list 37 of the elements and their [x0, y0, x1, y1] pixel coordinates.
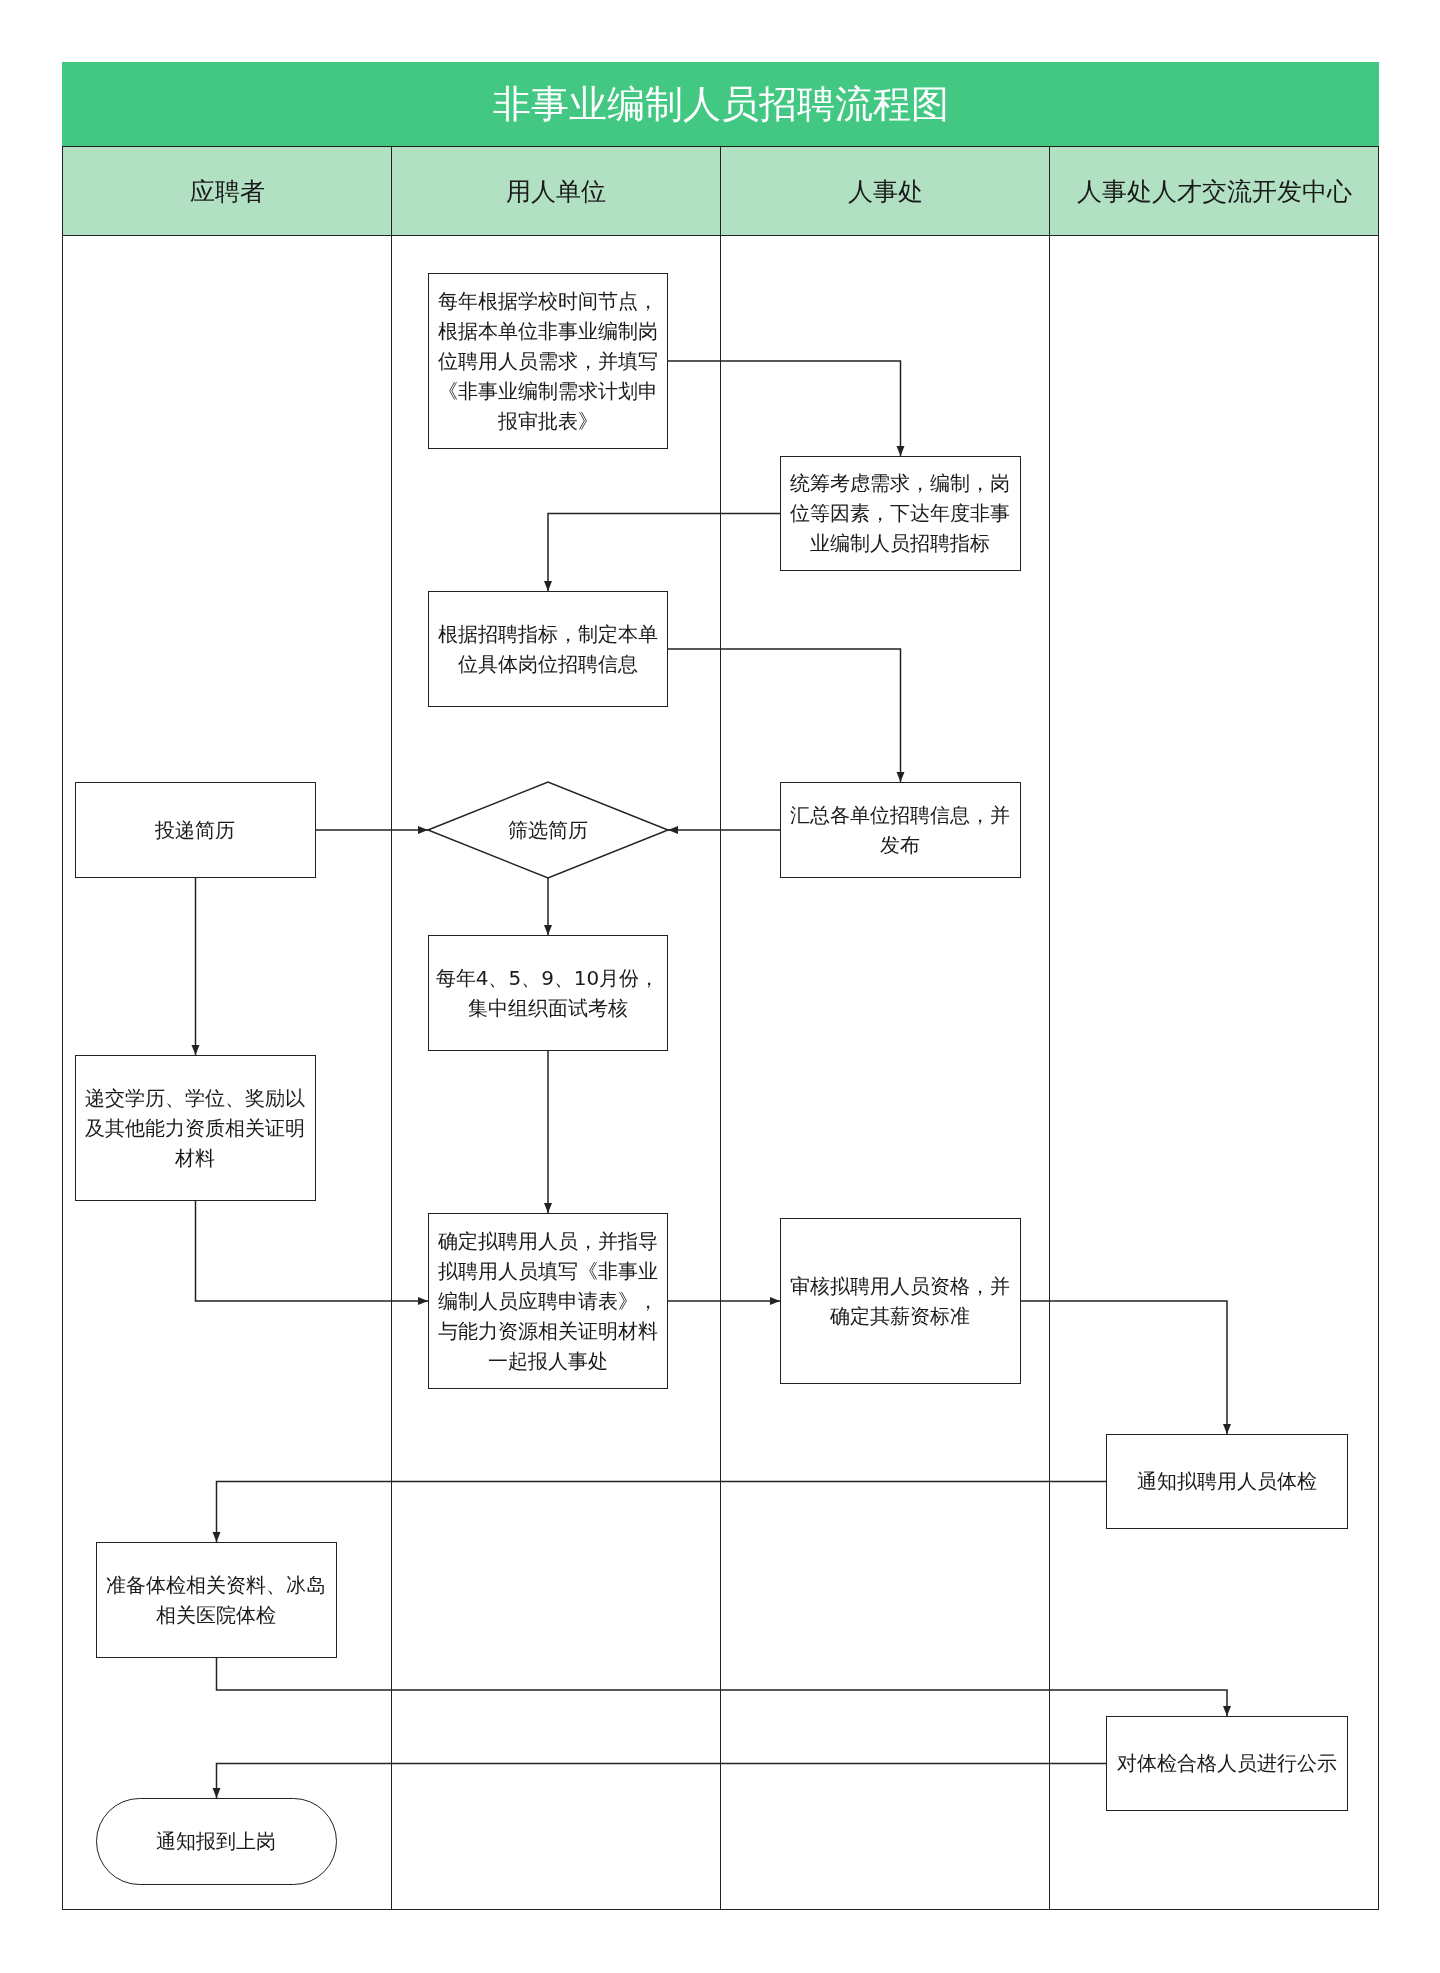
lane-header: 用人单位	[392, 147, 720, 236]
arrow	[667, 826, 781, 834]
lane-header: 人事处	[721, 147, 1049, 236]
lane-header: 应聘者	[63, 147, 391, 236]
process-box: 投递简历	[74, 781, 316, 878]
swimlane	[391, 146, 721, 1910]
arrow	[1020, 1300, 1231, 1435]
arrow	[215, 1657, 1231, 1717]
process-box: 审核拟聘用人员资格，并确定其薪资标准	[779, 1217, 1021, 1384]
title-bar: 非事业编制人员招聘流程图	[62, 62, 1379, 146]
process-box: 递交学历、学位、奖励以及其他能力资质相关证明材料	[74, 1054, 316, 1201]
process-box: 每年根据学校时间节点，根据本单位非事业编制岗位聘用人员需求，并填写《非事业编制需求计划申报审批表》	[427, 272, 668, 449]
arrow	[212, 1762, 1107, 1799]
process-box: 统筹考虑需求，编制，岗位等因素，下达年度非事业编制人员招聘指标	[779, 455, 1021, 571]
arrow	[212, 1480, 1107, 1543]
process-box: 根据招聘指标，制定本单位具体岗位招聘信息	[427, 590, 668, 707]
swimlane	[720, 146, 1050, 1910]
lane-header: 人事处人才交流开发中心	[1050, 147, 1378, 236]
process-box: 准备体检相关资料、冰岛相关医院体检	[95, 1541, 337, 1658]
arrow	[191, 877, 200, 1056]
arrow	[544, 877, 552, 936]
arrow	[667, 360, 905, 457]
decision-diamond: 筛选简历	[427, 781, 668, 878]
process-box: 对体检合格人员进行公示	[1105, 1715, 1348, 1811]
arrow	[667, 648, 905, 783]
arrow	[315, 826, 429, 834]
process-box: 每年4、5、9、10月份，集中组织面试考核	[427, 934, 668, 1051]
arrow	[544, 1050, 552, 1214]
swimlane	[62, 146, 392, 1910]
terminal-box: 通知报到上岗	[95, 1797, 337, 1885]
arrow	[194, 1200, 429, 1305]
process-box: 确定拟聘用人员，并指导拟聘用人员填写《非事业编制人员应聘申请表》，与能力资源相关证明材料一起报人事处	[427, 1212, 668, 1389]
process-box: 汇总各单位招聘信息，并发布	[779, 781, 1021, 878]
swimlane	[1049, 146, 1379, 1910]
process-box: 通知拟聘用人员体检	[1105, 1433, 1348, 1529]
arrow	[544, 512, 781, 592]
arrow	[667, 1297, 781, 1305]
